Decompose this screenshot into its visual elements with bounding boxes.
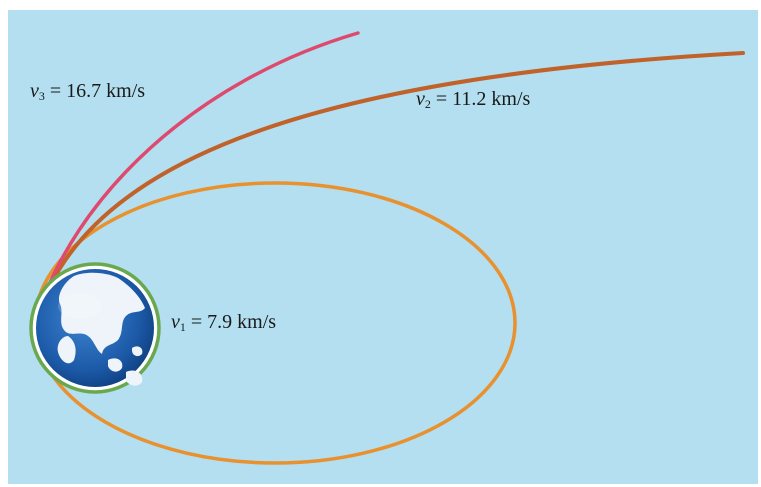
label-v2-subscript: 2	[424, 97, 431, 111]
earth-highlight	[58, 293, 102, 319]
label-v3: v3 = 16.7 km/s	[30, 80, 145, 104]
trajectory-v3-curve	[33, 31, 360, 325]
label-v2-symbol: v	[416, 88, 425, 110]
label-v1-value: = 7.9 km/s	[190, 311, 277, 333]
earth-landmass	[57, 272, 146, 386]
trajectory-v2-curve	[33, 51, 745, 325]
label-v2-value: = 11.2 km/s	[435, 88, 531, 110]
diagram-canvas: v3 = 16.7 km/s v2 = 11.2 km/s v1 = 7.9 k…	[8, 10, 758, 484]
label-v3-subscript: 3	[38, 89, 45, 103]
label-v3-value: = 16.7 km/s	[49, 80, 146, 102]
earth-globe	[29, 262, 161, 394]
label-v1-subscript: 1	[179, 320, 186, 334]
label-v1: v1 = 7.9 km/s	[171, 311, 276, 335]
label-v3-symbol: v	[30, 80, 39, 102]
cosmic-velocity-diagram	[29, 31, 745, 465]
label-v1-symbol: v	[171, 311, 180, 333]
label-v2: v2 = 11.2 km/s	[416, 88, 530, 112]
